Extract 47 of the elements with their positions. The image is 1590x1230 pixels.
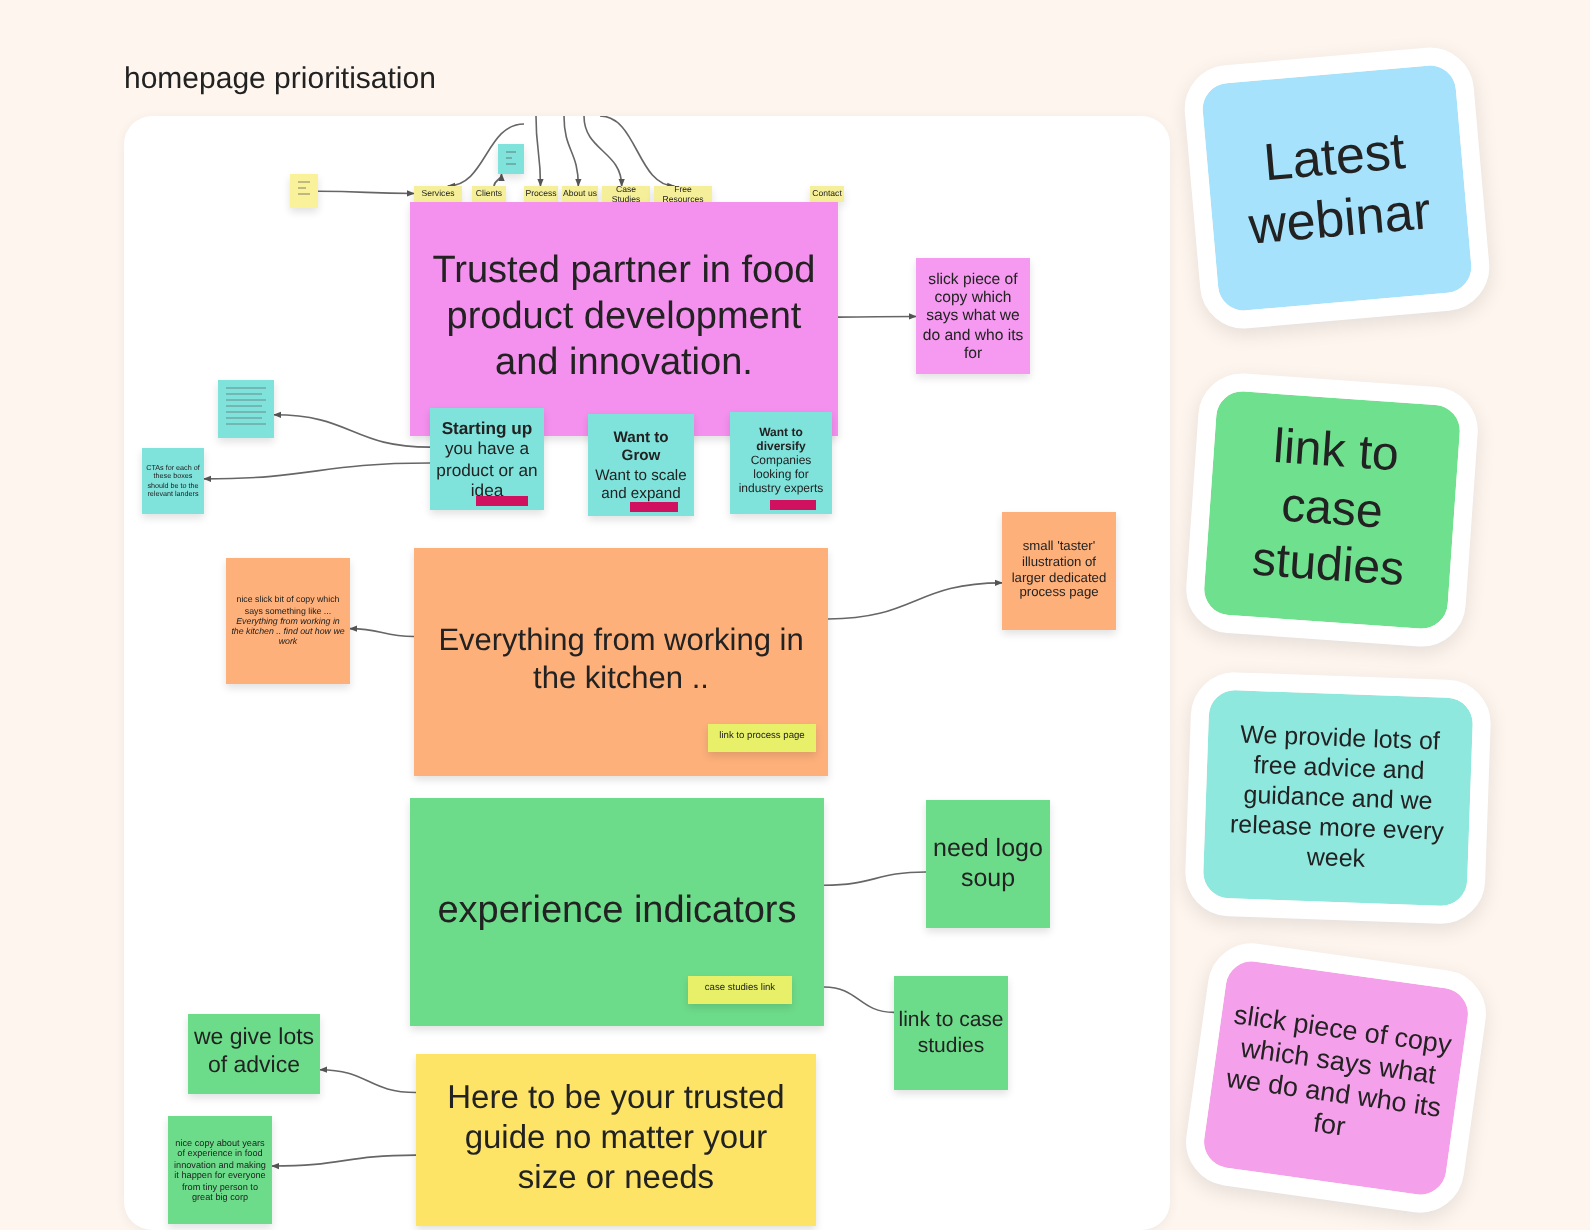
link-tag xyxy=(688,976,792,1004)
connector-arrow xyxy=(493,173,504,187)
nav-item-note xyxy=(654,186,712,202)
note-text: Here to be your trusted guide no matter your size or needs xyxy=(445,1080,787,1200)
note-text: you have a product or an idea xyxy=(434,438,540,501)
sticky-note xyxy=(1002,512,1116,630)
note-text: experience indicators xyxy=(437,889,797,935)
connector-arrow xyxy=(563,116,582,187)
connector-arrow xyxy=(203,462,431,482)
board-title: homepage prioritisation xyxy=(124,62,436,98)
note-text: slick piece of copy which says what we do and who its for xyxy=(1222,998,1454,1146)
note-heading: Starting up xyxy=(441,417,533,439)
large-sticky-note xyxy=(410,798,824,1026)
note-text: need logo soup xyxy=(931,834,1045,894)
note-text: Latest webinar xyxy=(1244,117,1435,260)
connector-arrow xyxy=(349,625,415,638)
sticky-note xyxy=(188,1014,320,1094)
audience-sticky-note xyxy=(730,412,832,514)
connector-arrow xyxy=(583,116,625,187)
connector-arrow xyxy=(271,1154,417,1170)
connector-arrow xyxy=(447,123,525,189)
note-text: Trusted partner in food product development and innovation. xyxy=(430,250,818,388)
sticky-note xyxy=(142,448,204,514)
connector-arrow xyxy=(273,411,431,448)
audience-sticky-note xyxy=(430,408,544,510)
nav-item-note xyxy=(602,186,650,202)
note-text: link to case studies xyxy=(898,1007,1004,1059)
connector-arrow xyxy=(837,313,917,320)
note-text: link to case studies xyxy=(1248,417,1408,602)
connector-arrow xyxy=(317,190,415,197)
sticky-note xyxy=(226,558,350,684)
connector-arrow xyxy=(535,116,544,187)
large-sticky-note xyxy=(414,548,828,776)
connector-arrow xyxy=(599,116,676,188)
connector-arrow xyxy=(827,579,1003,620)
note-text: we give lots of advice xyxy=(192,1026,316,1082)
note-text: Everything from working in the kitchen .. xyxy=(436,624,806,700)
audience-sticky-note xyxy=(588,414,694,516)
sticky-note xyxy=(168,1116,272,1224)
connector-arrow xyxy=(319,1066,417,1094)
sticky-note xyxy=(926,800,1050,928)
sticky-note xyxy=(916,258,1030,374)
sticky-note xyxy=(894,976,1008,1090)
large-sticky-note xyxy=(416,1054,816,1226)
note-text: We provide lots of free advice and guidance and we release more every week xyxy=(1227,718,1447,876)
link-tag xyxy=(708,724,816,752)
nav-item-note xyxy=(414,186,462,202)
